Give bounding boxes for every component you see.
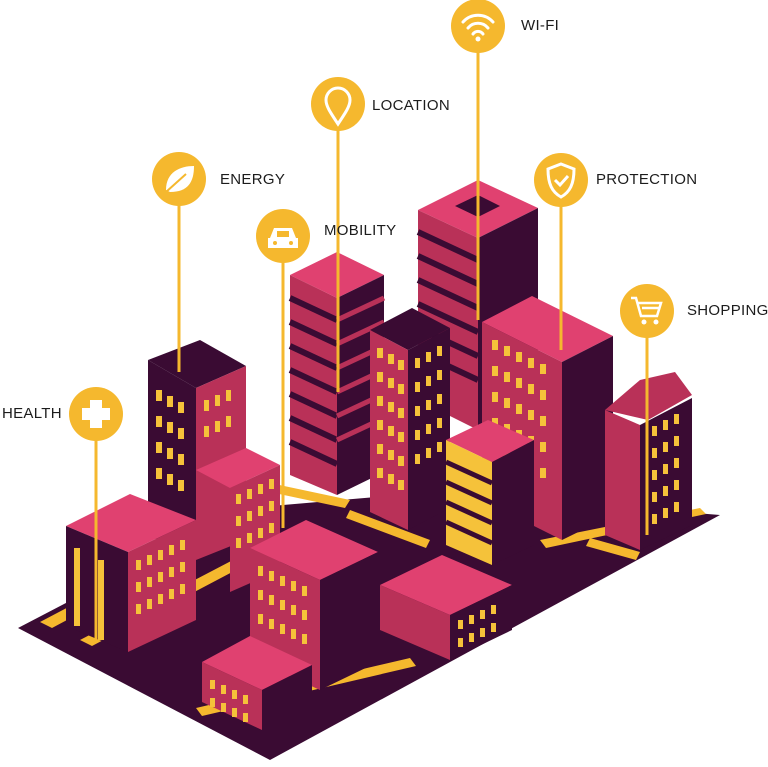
building-front-right	[380, 555, 512, 660]
mobility-icon-badge	[256, 209, 310, 263]
location-icon-badge	[311, 77, 365, 131]
map-pin-icon	[324, 86, 352, 127]
plus-icon	[82, 400, 110, 428]
shield-check-icon	[546, 162, 576, 199]
pin-lines	[94, 52, 649, 640]
shopping-cart-icon	[631, 296, 663, 318]
energy-label: ENERGY	[220, 171, 286, 188]
building-yellow-stripes	[444, 420, 534, 565]
car-icon	[268, 228, 298, 248]
protection-label: PROTECTION	[596, 171, 698, 188]
health-icon-badge	[69, 387, 123, 441]
shopping-icon-badge	[620, 284, 674, 338]
building-windows-mid	[370, 308, 450, 530]
wifi-icon	[461, 13, 495, 36]
mobility-label: MOBILITY	[324, 222, 397, 239]
building-front-low	[202, 636, 312, 730]
health-label: HEALTH	[2, 405, 62, 422]
building-health	[66, 494, 196, 652]
energy-icon-badge	[152, 152, 206, 206]
protection-icon-badge	[534, 153, 588, 207]
shopping-label: SHOPPING	[687, 302, 768, 319]
wifi-label: WI-FI	[521, 17, 560, 34]
location-label: LOCATION	[372, 97, 450, 114]
wifi-icon-badge	[451, 0, 505, 53]
